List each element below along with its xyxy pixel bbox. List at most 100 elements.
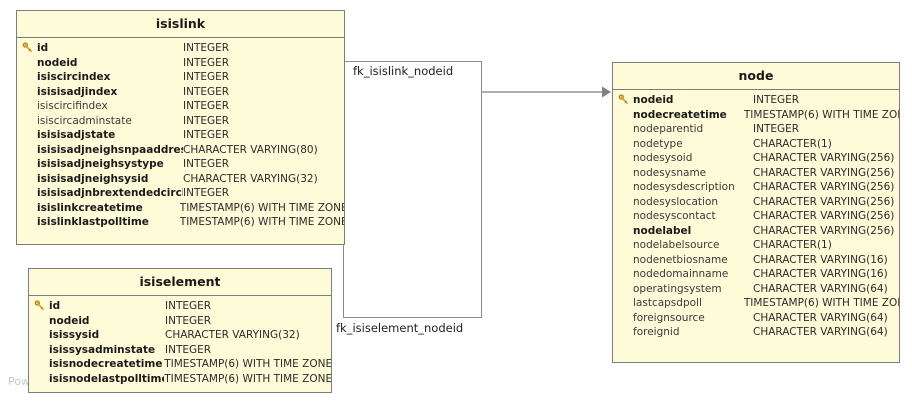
column-name: isisisadjnbrextendedcircid [37,187,183,200]
column-name: foreignid [633,326,680,339]
column-row: nodelabelsource CHARACTER(1) [613,238,899,253]
column-type: INTEGER [183,187,230,200]
column-name: isislinkcreatetime [37,201,143,214]
column-type: CHARACTER VARYING(256) [753,181,895,194]
column-name: nodedomainname [633,268,729,281]
column-type: INTEGER [183,100,230,113]
column-name: isiscircindex [37,71,111,84]
column-row: isisisadjindex INTEGER [17,85,344,100]
relationship-label-fk_isislink_nodeid[interactable]: fk_isislink_nodeid [353,64,454,78]
column-row: nodetype CHARACTER(1) [613,137,899,152]
column-type: TIMESTAMP(6) WITH TIME ZONE [743,108,899,121]
column-type: CHARACTER VARYING(256) [753,152,895,165]
column-name: operatingsystem [633,282,722,295]
column-row: nodesysname CHARACTER VARYING(256) [613,166,899,181]
column-type: INTEGER [183,56,230,69]
column-type: INTEGER [753,94,800,107]
column-row: foreignsource CHARACTER VARYING(64) [613,311,899,326]
column-name: nodetype [633,137,683,150]
column-row: foreignid CHARACTER VARYING(64) [613,325,899,340]
column-type: CHARACTER VARYING(256) [753,166,895,179]
column-type: CHARACTER VARYING(16) [753,268,888,281]
column-row: nodesysdescription CHARACTER VARYING(256) [613,180,899,195]
column-type: INTEGER [165,343,212,356]
column-row: nodesyscontact CHARACTER VARYING(256) [613,209,899,224]
column-row: isissysadminstate INTEGER [29,343,331,358]
relationship-label-fk_isiselement_nodeid[interactable]: fk_isiselement_nodeid [336,321,464,335]
column-name: isiscircadminstate [37,114,132,127]
column-name: nodelabel [633,224,692,237]
column-name: isissysid [49,329,100,342]
column-type: INTEGER [183,129,230,142]
column-name: nodesysdescription [633,181,735,194]
column-type: CHARACTER VARYING(256) [753,224,895,237]
column-name: isiscircifindex [37,100,108,113]
column-type: TIMESTAMP(6) WITH TIME ZONE [743,297,899,310]
column-type: TIMESTAMP(6) WITH TIME ZONE [179,216,344,229]
key-icon [17,42,35,54]
column-name: nodenetbiosname [633,253,728,266]
column-name: isislinklastpolltime [37,216,149,229]
column-name: isisisadjneighsnpaaddress [37,143,183,156]
column-type: CHARACTER VARYING(32) [165,329,300,342]
entity-title-isiselement: isiselement [29,269,331,296]
column-row: isissysid CHARACTER VARYING(32) [29,328,331,343]
column-type: CHARACTER VARYING(64) [753,326,888,339]
column-type: CHARACTER VARYING(80) [183,143,318,156]
column-row: nodenetbiosname CHARACTER VARYING(16) [613,253,899,268]
column-name: isissysadminstate [49,343,156,356]
column-name: nodesysname [633,166,707,179]
column-name: lastcapsdpoll [633,297,702,310]
column-type: CHARACTER VARYING(32) [183,172,318,185]
column-type: INTEGER [165,314,212,327]
column-name: nodeparentid [633,123,704,136]
column-type: TIMESTAMP(6) WITH TIME ZONE [179,201,344,214]
column-type: INTEGER [753,123,800,136]
column-type: CHARACTER(1) [753,239,832,252]
column-name: isisisadjindex [37,85,118,98]
column-row: nodedomainname CHARACTER VARYING(16) [613,267,899,282]
column-name: isisisadjstate [37,129,116,142]
column-name: foreignsource [633,311,705,324]
column-type: CHARACTER VARYING(16) [753,253,888,266]
column-type: CHARACTER VARYING(64) [753,311,888,324]
column-row: id INTEGER [29,299,331,314]
fk-route-box [343,61,482,318]
column-name: id [49,300,61,313]
column-type: CHARACTER(1) [753,137,832,150]
column-type: INTEGER [183,85,230,98]
column-row: nodelabel CHARACTER VARYING(256) [613,224,899,239]
column-name: nodesysoid [633,152,693,165]
column-type: INTEGER [165,300,212,313]
column-type: TIMESTAMP(6) WITH TIME ZONE [164,358,331,371]
column-type: CHARACTER VARYING(64) [753,282,888,295]
column-name: isisisadjneighsysid [37,172,149,185]
column-row: isiscircifindex INTEGER [17,99,344,114]
entity-title-node: node [613,63,899,90]
key-icon [613,94,631,106]
column-type: CHARACTER VARYING(256) [753,195,895,208]
column-type: CHARACTER VARYING(256) [753,210,895,223]
column-name: nodelabelsource [633,239,720,252]
watermark-text: Pow [8,375,30,388]
column-name: nodesyscontact [633,210,716,223]
entity-title-isislink: isislink [17,11,344,38]
column-name: isisnodecreatetime [49,358,163,371]
